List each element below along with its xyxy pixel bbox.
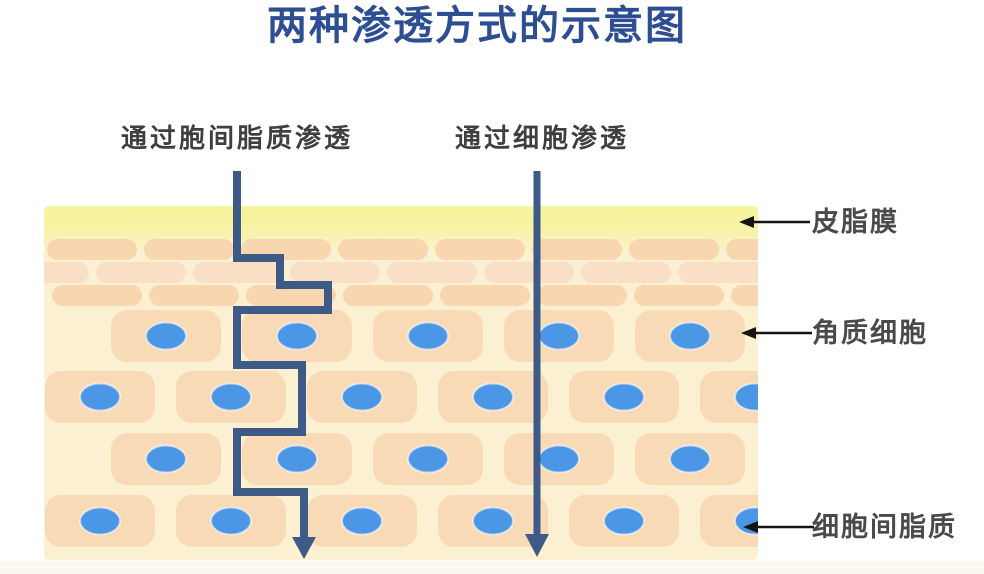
flat-corneocyte [290,262,380,283]
flat-corneocyte [678,262,758,283]
cell-nucleus [341,382,383,412]
flat-corneocyte [193,262,283,283]
cell-nucleus [603,506,645,536]
flat-corneocyte [629,239,719,260]
cell-nucleus [79,506,121,536]
flat-corneocyte [581,262,671,283]
label-sebum-film: 皮脂膜 [812,207,899,237]
flat-corneocyte [634,285,724,306]
cell-nucleus [669,321,711,351]
label-corneocyte: 角质细胞 [812,318,928,348]
pointer-arrowhead-icon [741,327,756,339]
straight-arrowhead-icon [525,534,549,557]
flat-corneocyte [246,285,336,306]
pointer-arrowhead-icon [743,521,758,533]
flat-corneocyte [731,285,758,306]
cell-nucleus [472,506,514,536]
cell-nucleus [210,382,252,412]
pointer-arrowhead-icon [739,216,754,228]
cell-nucleus [407,444,449,474]
cell-nucleus [407,321,449,351]
skin-block [44,206,758,560]
flat-corneocyte [96,262,186,283]
cell-nucleus [472,382,514,412]
flat-corneocyte [144,239,234,260]
flat-corneocyte [343,285,433,306]
flat-corneocyte [47,239,137,260]
flat-corneocyte [484,262,574,283]
cell-nucleus [79,382,121,412]
cell-nucleus [276,321,318,351]
label-transcellular-route: 通过细胞渗透 [454,123,630,153]
zigzag-arrowhead-icon [292,537,316,559]
page-title: 两种渗透方式的示意图 [267,4,687,48]
cell-nucleus [145,321,187,351]
label-intercellular-lipid: 细胞间脂质 [812,512,957,542]
flat-corneocyte [338,239,428,260]
cell-nucleus [603,382,645,412]
cell-nucleus [341,506,383,536]
flat-corneocyte [532,239,622,260]
cell-nucleus [538,444,580,474]
flat-corneocyte [435,239,525,260]
zigzag-route-arrow [233,171,332,538]
cell-nucleus [669,444,711,474]
cell-nucleus [210,506,252,536]
cell-nucleus [538,321,580,351]
flat-corneocyte [537,285,627,306]
cell-nucleus [145,444,187,474]
cell-nucleus [734,382,758,412]
flat-corneocyte [440,285,530,306]
cell-nucleus [276,444,318,474]
label-intercellular-route: 通过胞间脂质渗透 [120,123,354,153]
footer-strip [0,561,984,574]
flat-corneocyte [726,239,758,260]
flat-corneocyte [149,285,239,306]
flat-corneocyte [387,262,477,283]
flat-corneocyte [52,285,142,306]
flat-corneocyte [44,262,89,283]
